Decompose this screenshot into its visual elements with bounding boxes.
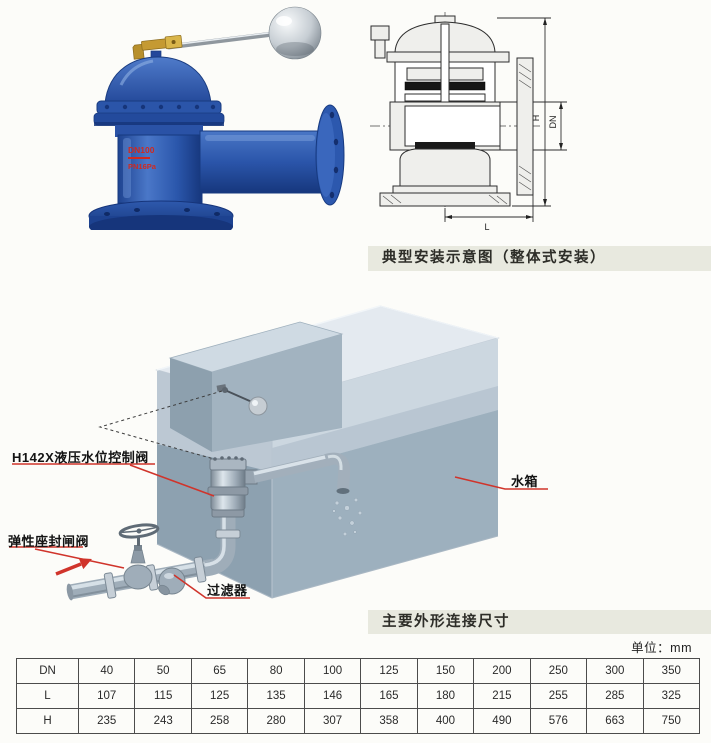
row-header: L (16, 683, 79, 709)
dimension-cell: 258 (190, 708, 249, 734)
drawing-seat (399, 142, 491, 187)
drawing-bonnet (370, 15, 510, 63)
label-control-valve: H142X液压水位控制阀 (12, 450, 149, 465)
dimension-cell: 65 (190, 658, 249, 684)
float-linkage (132, 34, 183, 60)
flow-arrow-shaft (55, 562, 82, 576)
riser-pipe (203, 512, 236, 577)
dimension-cell: 125 (190, 683, 249, 709)
tank-inner-compartment (168, 321, 344, 452)
flow-arrow-icon (78, 558, 92, 570)
spout-opening (336, 488, 350, 494)
dimension-cell: 307 (303, 708, 362, 734)
dimension-cell: 300 (586, 658, 644, 684)
section-title-installation: 典型安装示意图（整体式安装） (368, 246, 711, 271)
handwheel (118, 523, 160, 539)
section-title-dimensions-text: 主要外形连接尺寸 (382, 614, 510, 630)
tank-inlet-pipe (252, 453, 334, 483)
dimension-cell: 100 (303, 658, 362, 684)
valve-bonnet (93, 56, 225, 126)
dimension-cell: 165 (360, 683, 418, 709)
water-spray (332, 497, 363, 537)
piping (66, 452, 363, 601)
dimension-cell: 250 (529, 658, 588, 684)
dimension-cell: 115 (134, 683, 192, 709)
dimension-cell: 285 (586, 683, 644, 709)
marking-pn: PN16Pa (128, 162, 157, 171)
dimension-DN: DN (533, 101, 567, 151)
valve-base-flange (88, 200, 234, 230)
section-title-installation-text: 典型安装示意图（整体式安装） (382, 250, 606, 266)
unit-note: 单位：mm (631, 641, 692, 655)
float-ball-graphic (248, 396, 268, 416)
dimension-L: L (444, 195, 534, 232)
gate-valve-graphic (118, 523, 160, 590)
dimension-cell: 358 (360, 708, 418, 734)
marking-dn: DN100 (128, 145, 155, 155)
dimension-cell: 150 (416, 658, 475, 684)
drawing-bottom-flange (379, 185, 511, 207)
dim-label-L: L (484, 222, 489, 232)
dimension-cell: 135 (247, 683, 305, 709)
dimension-cell: 125 (360, 658, 418, 684)
installation-diagram (9, 305, 548, 601)
dimension-cell: 80 (247, 658, 305, 684)
leader-line-strainer (173, 574, 250, 599)
dashed-leader-line (98, 390, 223, 460)
dimension-cell: 180 (416, 683, 475, 709)
dimension-cell: 215 (473, 683, 531, 709)
dimension-cell: 255 (529, 683, 588, 709)
label-gate-valve: 弹性座封闸阀 (8, 534, 90, 549)
dimension-H: H (497, 17, 551, 207)
dimension-cell: 235 (77, 708, 136, 734)
dimension-cell: 107 (77, 683, 136, 709)
strainer-graphic (158, 567, 186, 596)
float-rod (167, 31, 274, 50)
dimension-cell: 280 (247, 708, 305, 734)
dimension-cell: 243 (134, 708, 192, 734)
dimension-cell: 663 (586, 708, 644, 734)
dimension-cell: 400 (416, 708, 475, 734)
dimension-cell: 200 (473, 658, 531, 684)
dimension-cell: 750 (642, 708, 701, 734)
waterline-band (272, 386, 498, 472)
label-water-tank: 水箱 (511, 474, 539, 489)
row-header: H (16, 708, 79, 734)
pilot-float (216, 384, 268, 416)
valve-section-drawing: H DN L (370, 12, 567, 232)
leader-line-tank (454, 476, 548, 490)
drawing-piston (394, 23, 496, 147)
dimension-cell: 146 (303, 683, 362, 709)
row-header: DN (16, 658, 79, 684)
dimension-cell: 576 (529, 708, 588, 734)
dim-label-DN: DN (548, 116, 558, 129)
float-ball-photo (268, 6, 322, 60)
dim-label-H: H (531, 115, 541, 122)
control-valve-graphic (207, 456, 258, 518)
dimension-cell: 350 (642, 658, 701, 684)
label-strainer: 过滤器 (207, 583, 248, 598)
dimension-cell: 40 (77, 658, 136, 684)
valve-product-photo: DN100 PN16Pa (88, 6, 345, 230)
dimension-cell: 325 (642, 683, 701, 709)
valve-body-photo (115, 104, 345, 206)
section-title-dimensions: 主要外形连接尺寸 (368, 610, 711, 634)
leader-line-control-valve (129, 464, 215, 497)
dimension-cell: 490 (473, 708, 531, 734)
dimension-cell: 50 (134, 658, 192, 684)
body-marking: DN100 PN16Pa (128, 145, 157, 171)
